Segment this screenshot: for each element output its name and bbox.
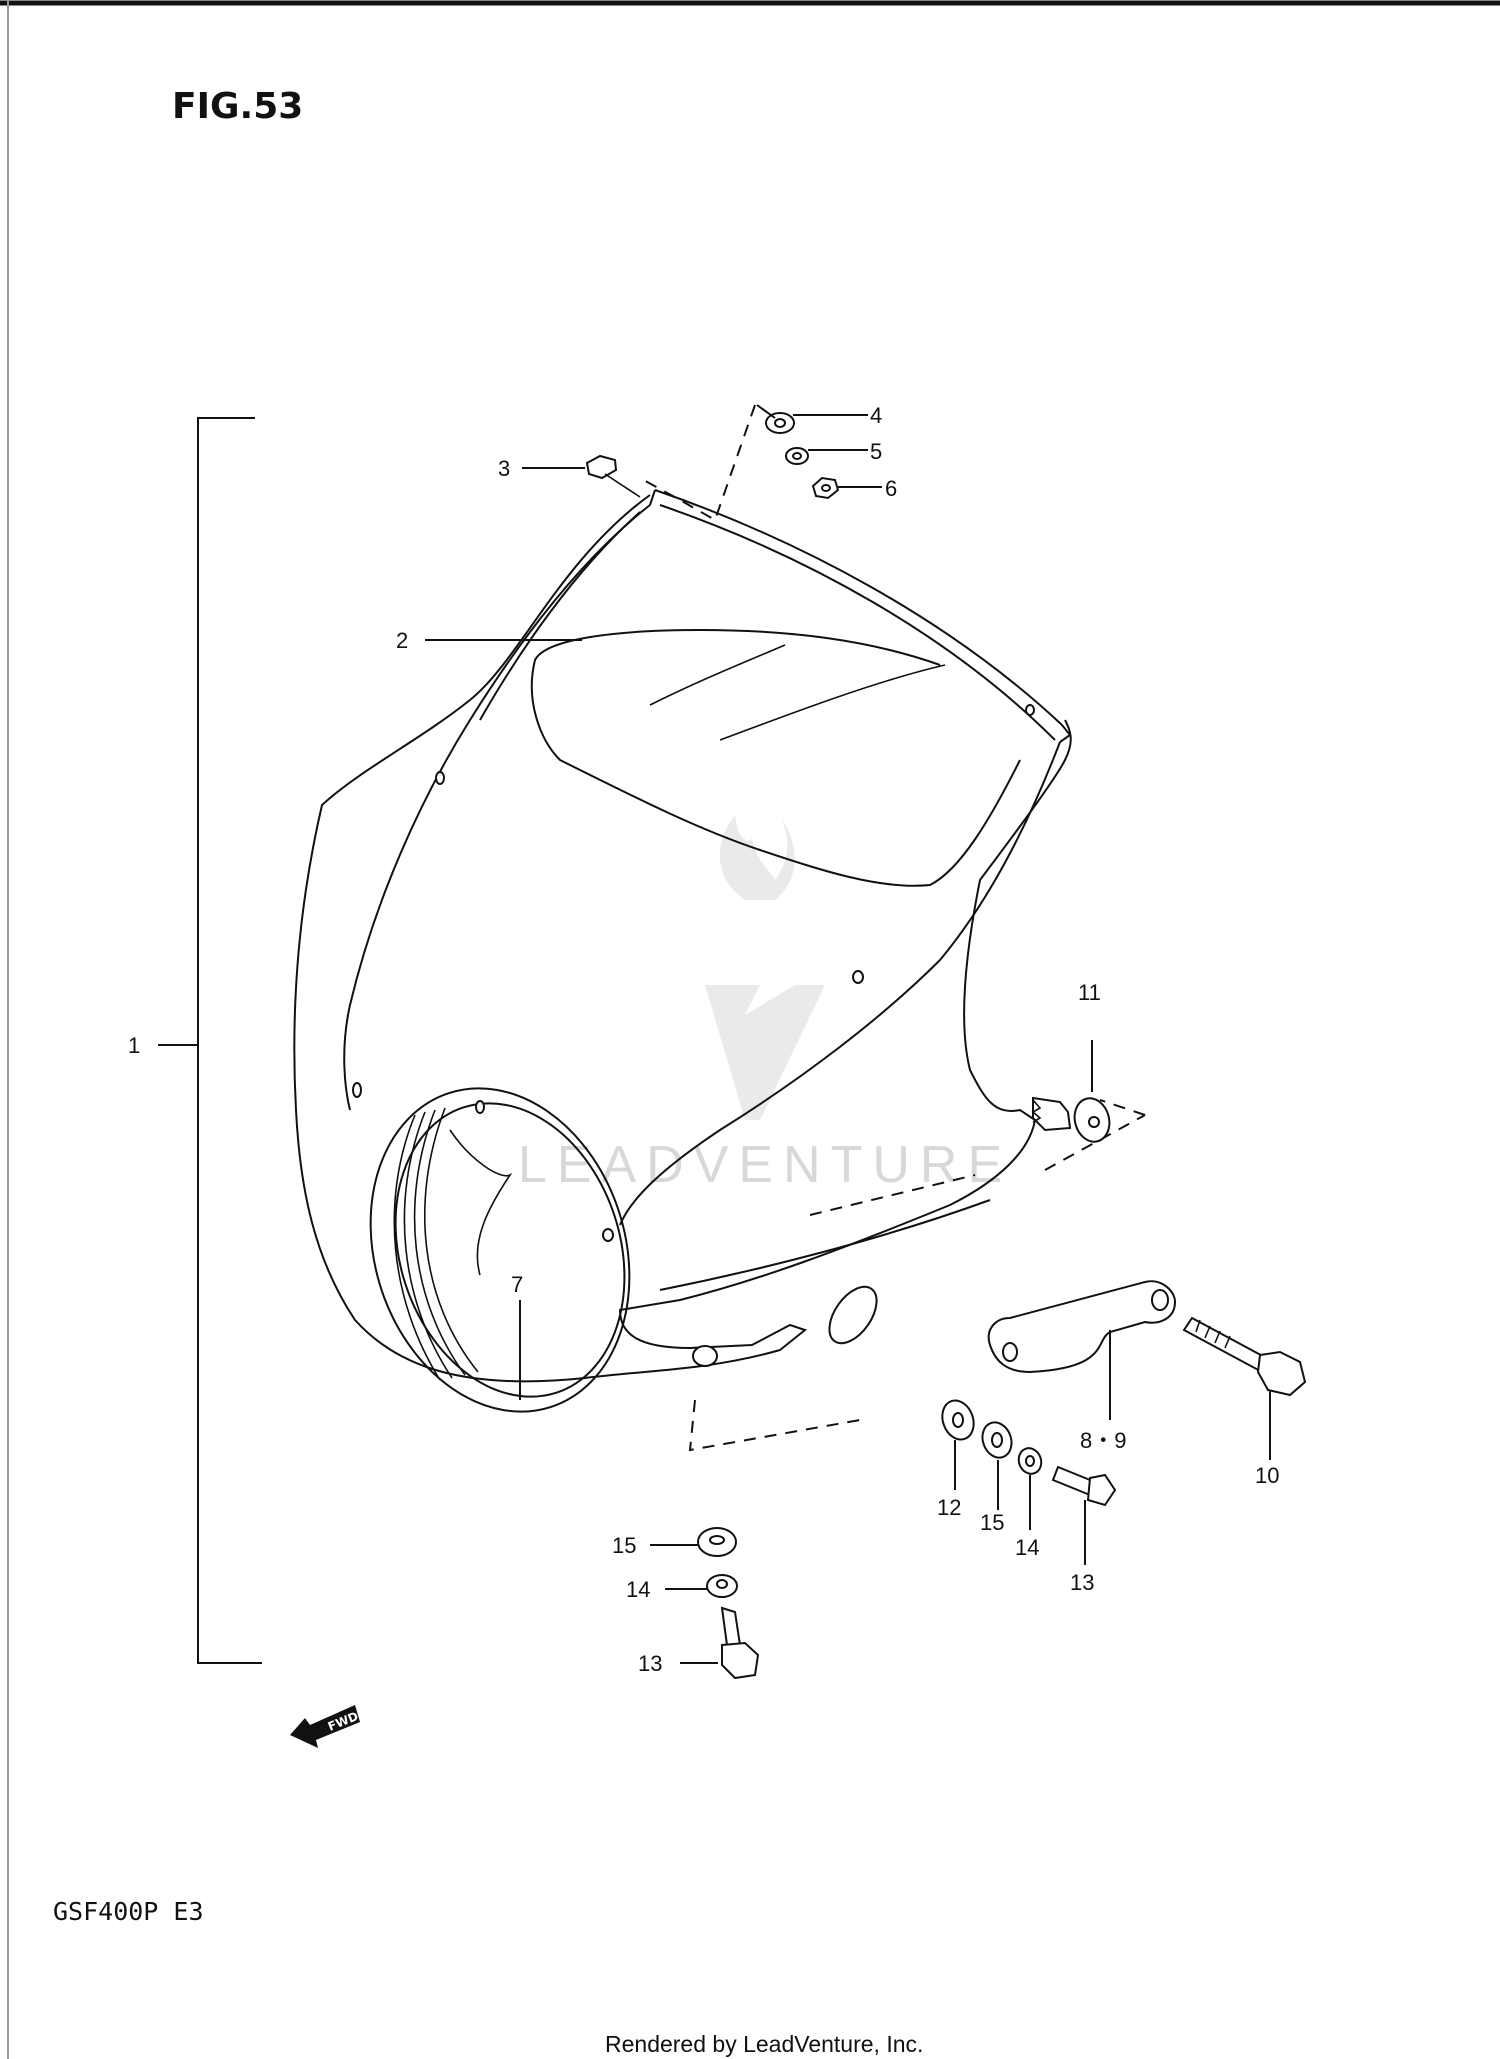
lock-washer-icon xyxy=(785,447,809,465)
callout-13-bottom: 13 xyxy=(638,1651,662,1676)
callout-leaders xyxy=(425,404,1271,1664)
callout-14-right: 14 xyxy=(1015,1535,1039,1560)
assembly-bracket xyxy=(158,417,262,1664)
callout-3: 3 xyxy=(498,456,510,481)
collar-icon xyxy=(1017,1447,1043,1475)
bottom-bolt-icon xyxy=(720,1606,760,1680)
callout-14-bottom: 14 xyxy=(626,1577,650,1602)
v-logo-icon xyxy=(705,985,825,1120)
figure-title: FIG.53 xyxy=(172,86,303,127)
fwd-arrow-icon: FWD xyxy=(290,1705,360,1748)
callout-13-right: 13 xyxy=(1070,1570,1094,1595)
callout-4: 4 xyxy=(870,403,882,428)
rubber-grommet-icon xyxy=(981,1421,1013,1459)
callout-1: 1 xyxy=(128,1033,140,1058)
collar-bottom-icon xyxy=(706,1574,738,1598)
callout-5: 5 xyxy=(870,439,882,464)
callout-7: 7 xyxy=(511,1272,523,1297)
mounting-bracket-icon xyxy=(987,1280,1177,1374)
callout-8-9: 8・9 xyxy=(1080,1428,1126,1453)
leadventure-watermark: LEADVENTURE xyxy=(518,815,1012,1194)
callout-6: 6 xyxy=(885,476,897,501)
windscreen-screw-icon xyxy=(585,454,641,498)
callout-15-right: 15 xyxy=(980,1510,1004,1535)
nut-icon xyxy=(811,476,840,500)
side-bolt-icon xyxy=(1051,1465,1117,1507)
flat-washer-icon xyxy=(941,1399,975,1441)
model-code: GSF400P E3 xyxy=(53,1897,204,1926)
mount-bolt-icon xyxy=(1031,1096,1111,1143)
flame-logo-icon xyxy=(719,815,795,900)
callout-2: 2 xyxy=(396,628,408,653)
rubber-grommet-bottom-icon xyxy=(697,1527,737,1557)
headlight-fairing xyxy=(293,404,1146,1452)
bracket-bolt-icon xyxy=(1182,1316,1307,1397)
watermark-text: LEADVENTURE xyxy=(518,1136,1012,1194)
callout-12: 12 xyxy=(937,1495,961,1520)
render-credit: Rendered by LeadVenture, Inc. xyxy=(605,2031,923,2057)
callout-10: 10 xyxy=(1255,1463,1279,1488)
callout-15-bottom: 15 xyxy=(612,1533,636,1558)
callout-11: 11 xyxy=(1078,980,1101,1005)
washer-icon xyxy=(765,412,795,434)
